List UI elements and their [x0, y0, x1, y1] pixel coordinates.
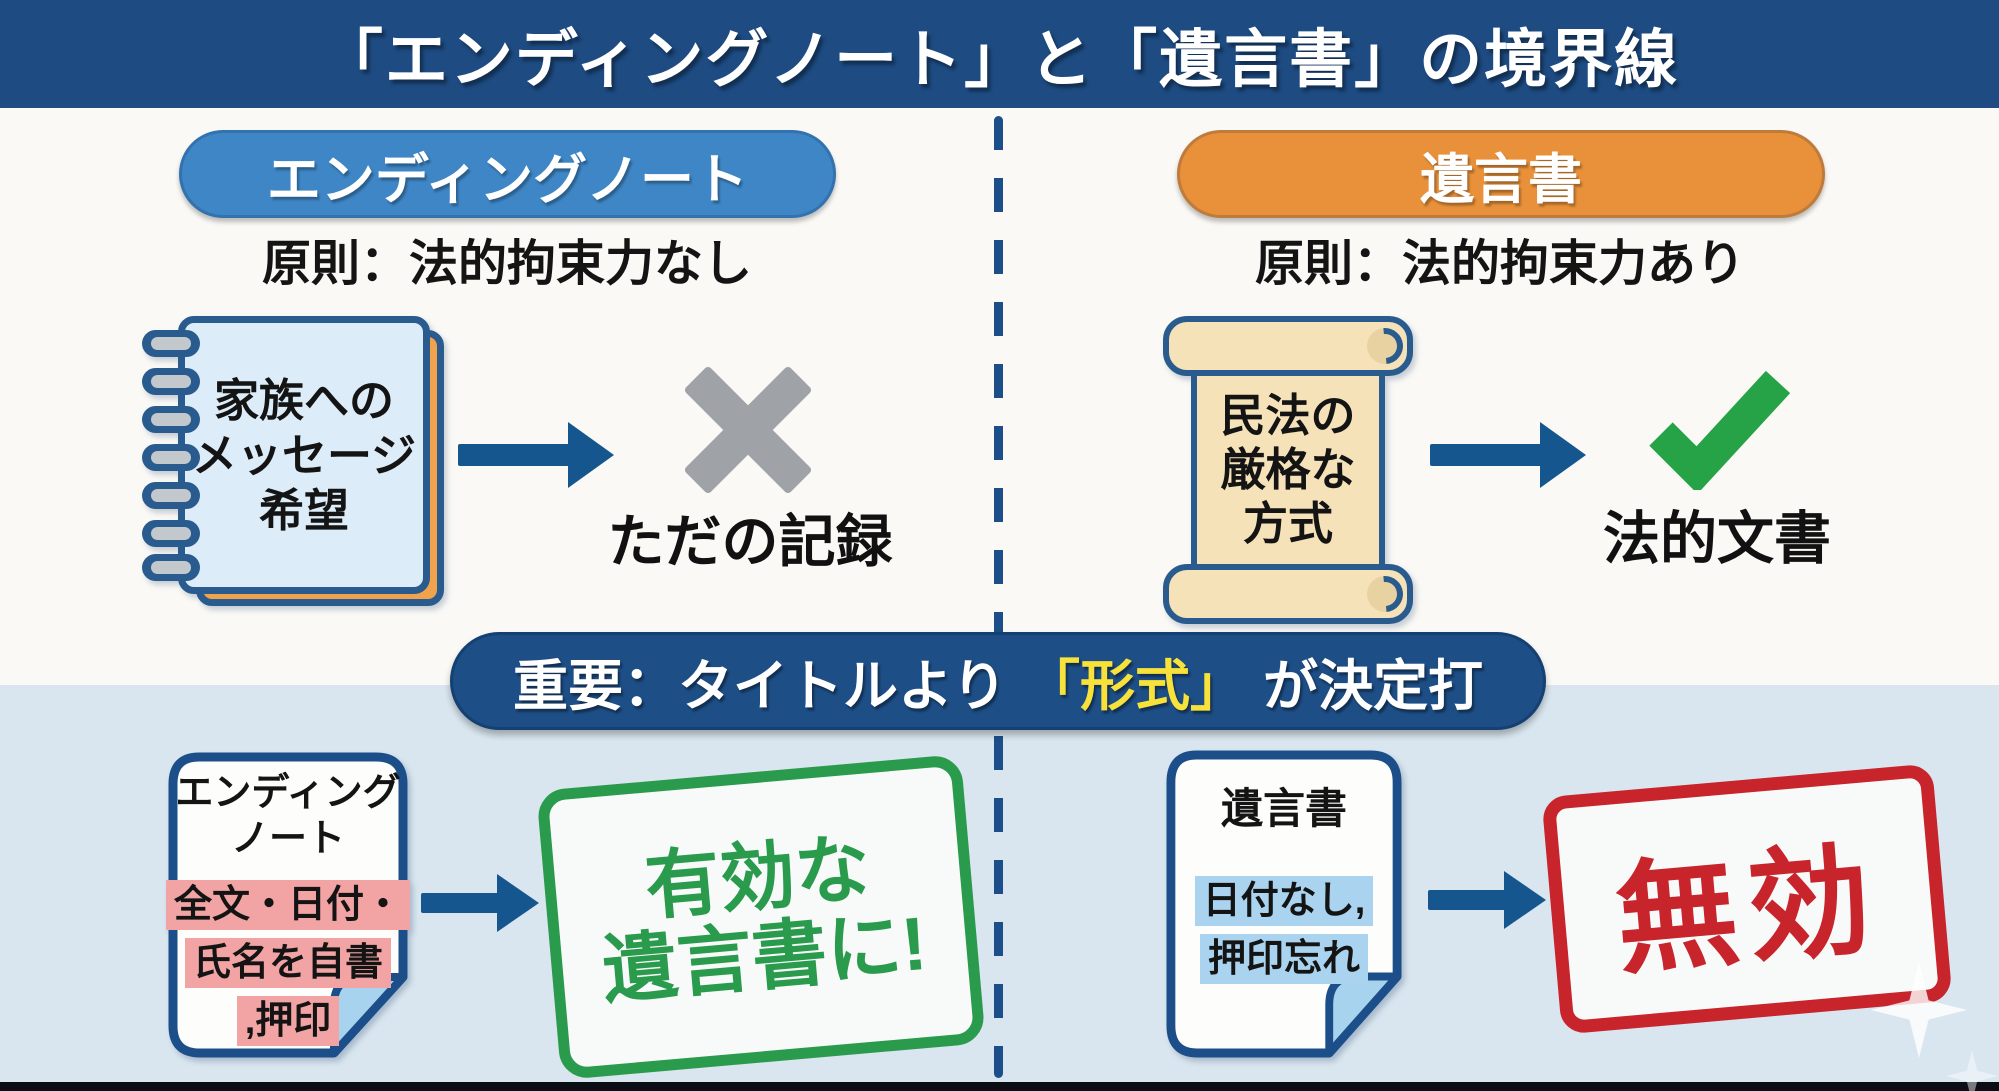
- doc-title-line: ノート: [230, 818, 345, 860]
- checkmark-icon: [1649, 370, 1791, 490]
- banner-prefix: 重要：タイトルより: [513, 655, 1007, 717]
- key-point-banner: 重要：タイトルより 「形式」 が決定打: [450, 632, 1546, 730]
- left-column-pill: エンディングノート: [179, 130, 836, 218]
- spiral-ring: [142, 406, 200, 433]
- doc-highlighted-line: 氏名を自書: [184, 938, 391, 988]
- arrow-right-icon: [1428, 868, 1548, 932]
- page-title: 「エンディングノート」と「遺言書」の境界線: [319, 24, 1680, 95]
- scroll-bottom-roll: [1163, 564, 1413, 624]
- vertical-dashed-divider: [994, 116, 1003, 1078]
- valid-will-stamp: 有効な 遺言書に!: [536, 753, 986, 1081]
- arrow-right-icon: [421, 871, 541, 935]
- scroll-line: 民法の: [1220, 390, 1356, 441]
- right-result-label: 法的文書: [1603, 507, 1831, 571]
- bottom-edge-bar: [0, 1082, 1999, 1091]
- header-bar: 「エンディングノート」と「遺言書」の境界線: [0, 0, 1999, 108]
- right-column-pill: 遺言書: [1177, 130, 1825, 218]
- notebook-line: 家族への: [213, 374, 394, 426]
- scroll-line: 方式: [1242, 498, 1333, 549]
- spiral-ring: [142, 330, 200, 357]
- scroll-icon: 民法の 厳格な 方式: [1163, 316, 1413, 624]
- doc-title: 遺言書: [1220, 785, 1347, 832]
- arrow-right-icon: [458, 421, 614, 489]
- spiral-ring: [142, 520, 200, 547]
- doc-highlighted-line: ,押印: [236, 996, 340, 1046]
- notebook-line: メッセージ: [191, 429, 417, 481]
- scroll-line: 厳格な: [1220, 444, 1356, 495]
- ending-note-document-icon: エンディング ノート 全文・日付・ 氏名を自書 ,押印: [166, 752, 411, 1058]
- spiral-ring: [142, 444, 200, 471]
- spiral-ring: [142, 554, 200, 581]
- spiral-ring: [142, 482, 200, 509]
- x-mark-icon: [674, 356, 822, 504]
- doc-title-line: エンディング: [175, 772, 401, 814]
- stamp-text: 無効: [1610, 830, 1886, 989]
- banner-highlight: 「形式」: [1024, 655, 1245, 717]
- notebook-icon: 家族への メッセージ 希望: [138, 316, 444, 612]
- banner-suffix: が決定打: [1262, 655, 1483, 717]
- doc-highlighted-line: 日付なし,: [1194, 876, 1374, 926]
- will-document-icon: 遺言書 日付なし, 押印忘れ: [1166, 750, 1402, 1058]
- scroll-body: 民法の 厳格な 方式: [1191, 340, 1385, 600]
- left-pill-label: エンディングノート: [266, 149, 749, 210]
- doc-highlighted-line: 全文・日付・: [166, 880, 411, 930]
- left-result-label: ただの記録: [607, 510, 893, 574]
- arrow-right-icon: [1430, 421, 1586, 489]
- doc-highlighted-line: 押印忘れ: [1199, 934, 1368, 984]
- left-principle-text: 原則：法的拘束力なし: [261, 237, 752, 291]
- notebook-line: 希望: [258, 484, 349, 536]
- scroll-top-roll: [1163, 316, 1413, 376]
- notebook-page: 家族への メッセージ 希望: [178, 316, 430, 594]
- right-pill-label: 遺言書: [1420, 149, 1582, 210]
- right-principle-text: 原則：法的拘束力あり: [1254, 237, 1745, 291]
- spiral-ring: [142, 368, 200, 395]
- invalid-stamp: 無効: [1541, 763, 1953, 1035]
